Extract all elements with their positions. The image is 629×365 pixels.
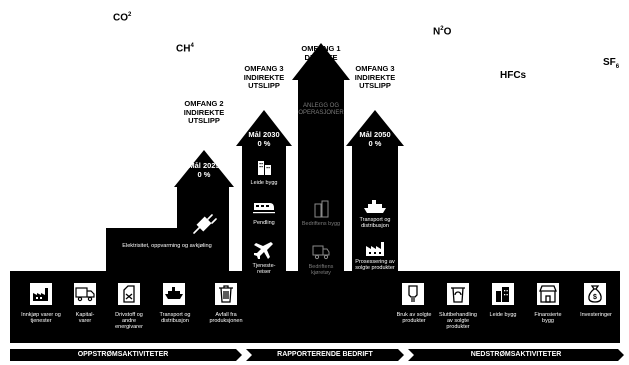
scope1-item-1: Bedriftens bygg <box>301 221 341 227</box>
band-reporting-label: RAPPORTERENDE BEDRIFT <box>277 351 373 358</box>
downstream-label-5: Investeringer <box>580 312 612 318</box>
scope3-up-item-1: Leide bygg <box>250 180 278 186</box>
downstream-label-1: Bruk av solgte produkter <box>396 312 432 325</box>
waste-bin-icon <box>219 285 233 303</box>
gas-n2o: N2O <box>433 26 452 38</box>
scope3-up-item-3: Tjeneste-reiser <box>252 263 276 276</box>
scope3-down-item-2: Prosessering av solgte produkter <box>355 259 395 272</box>
company-building-icon <box>314 200 329 218</box>
factory-icon <box>366 242 384 256</box>
scope3-up-goal: Mål 2030 0 % <box>248 130 280 148</box>
purchased-goods-icon <box>33 288 48 301</box>
scope2-item-label: Elektrisitet, oppvarming og avkjøling <box>122 243 212 249</box>
scope1-item-2: Bedriftens kjøretøy <box>308 264 334 277</box>
ship-icon <box>364 200 386 213</box>
scope3-down-item-1: Transport og distribusjon <box>359 217 391 230</box>
downstream-label-4: Finansierte bygg <box>534 312 562 325</box>
leased-building-icon <box>258 161 271 175</box>
scope3-up-item-2: Pendling <box>253 220 275 226</box>
scope3-up-header: OMFANG 3 INDIREKTE UTSLIPP <box>243 64 285 90</box>
scope2-arrow <box>106 150 234 271</box>
truck-icon <box>75 287 95 302</box>
scope2-goal: Mål 2025 0 % <box>188 161 220 179</box>
upstream-label-4: Transport og distribusjon <box>159 312 191 325</box>
downstream-leased-building-icon <box>496 287 509 302</box>
downstream-box-1 <box>402 283 424 305</box>
scope1-header: OMFANG 1 DIREKTE UTSLIPP <box>301 44 341 70</box>
fuel-can-icon <box>123 285 135 303</box>
scope3-down-header: OMFANG 3 INDIREKTE UTSLIPP <box>354 64 396 90</box>
svg-text:$: $ <box>593 294 597 301</box>
money-bag-icon: $ <box>588 285 602 303</box>
gas-ch4: CH4 <box>176 43 194 55</box>
gas-co2: CO2 <box>113 12 132 24</box>
upstream-label-2: Kapital-varer <box>75 312 95 325</box>
scope1-arrow <box>292 43 350 300</box>
airplane-icon <box>254 242 273 259</box>
gas-sf6: SF6 <box>603 57 620 70</box>
band-shape-downstream <box>408 349 624 361</box>
scope2-header: OMFANG 2 INDIREKTE UTSLIPP <box>183 99 225 125</box>
plug-icon <box>193 214 217 234</box>
store-icon <box>539 285 557 303</box>
upstream-label-3: Drivstoff og andre energivarer <box>115 312 143 331</box>
band-shape-upstream <box>10 349 242 361</box>
scope1-faded-text: ANLEGG OG OPERASJONER <box>298 103 344 116</box>
light-bulb-icon <box>408 285 418 302</box>
band-upstream-label: OPPSTRØMSAKTIVITETER <box>77 351 169 358</box>
gas-hfcs: HFCs <box>500 70 527 81</box>
upstream-label-5: Avfall fra produksjonen <box>209 312 243 325</box>
cargo-ship-icon <box>165 287 183 299</box>
recycle-bin-icon <box>451 287 465 303</box>
downstream-box-4 <box>537 283 559 305</box>
company-vehicle-icon <box>312 245 330 260</box>
downstream-label-2: Sluttbehandling av solgte produkter <box>439 312 477 331</box>
scope3-down-goal: Mål 2050 0 % <box>359 130 391 148</box>
upstream-label-1: Innkjøp varer og tjenester <box>21 312 61 325</box>
downstream-label-3: Leide bygg <box>489 312 517 318</box>
train-icon <box>253 203 275 214</box>
band-downstream-label: NEDSTRØMSAKTIVITETER <box>470 351 562 358</box>
band-shape-reporting <box>246 349 404 361</box>
